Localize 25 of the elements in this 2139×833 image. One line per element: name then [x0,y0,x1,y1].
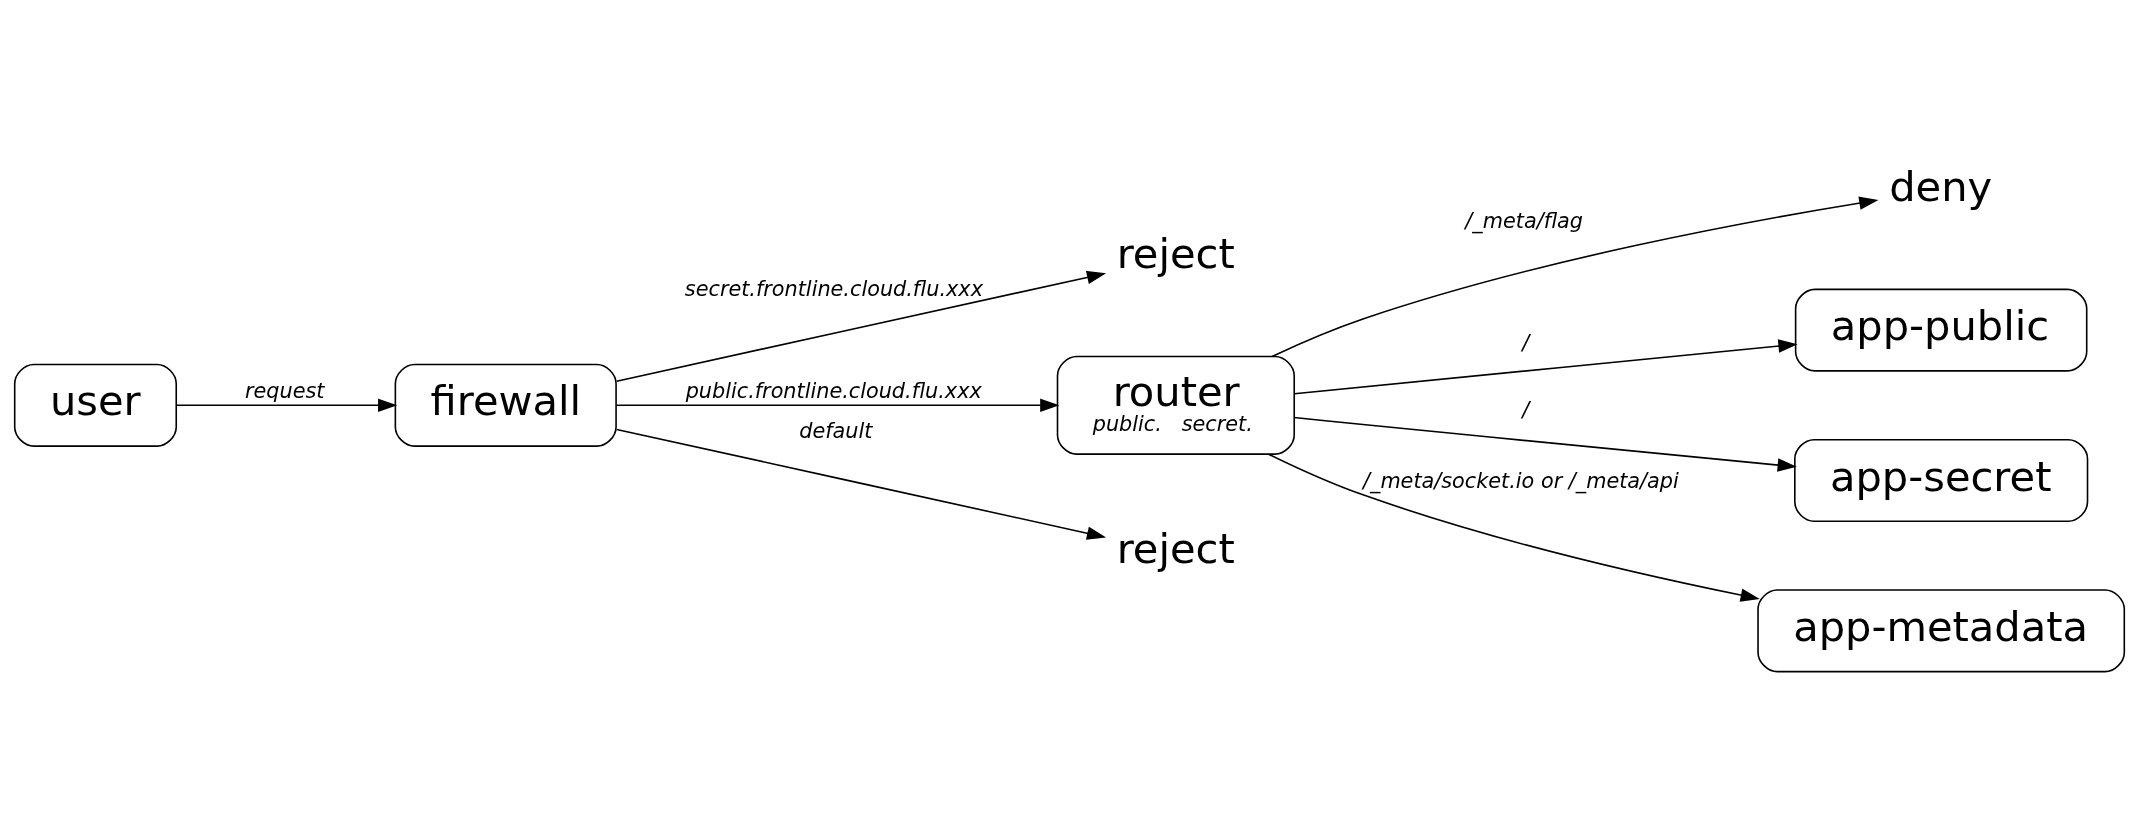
edge-label: request [245,378,325,403]
arrow [615,398,1060,413]
node-box: router public. secret. [1056,355,1295,455]
node-box: app-metadata [1757,589,2126,673]
arrow [615,428,1107,540]
node-text: reject [1116,229,1235,279]
node-box: app-secret [1794,438,2089,523]
arrow [175,398,398,413]
node-text: reject [1116,523,1235,573]
arrow [1271,196,1879,358]
edge-label: /_meta/socket.io or /_meta/api [1362,468,1679,493]
edge-label: / [1522,330,1530,355]
edge-label: /_meta/flag [1465,209,1583,234]
node-box: app-public [1794,288,2088,372]
edge-label: secret.frontline.cloud.flu.xxx [684,276,983,301]
node-box: user [13,363,178,447]
edge-label: / [1522,398,1530,423]
arrow [1293,339,1798,395]
arrow [1267,453,1760,602]
node-text: deny [1889,162,1993,212]
arrow [1293,416,1797,472]
arrow [615,270,1107,382]
node-box: firewall [394,363,617,447]
edge-label: default [799,418,873,443]
edge-label: public.frontline.cloud.flu.xxx [685,378,982,403]
